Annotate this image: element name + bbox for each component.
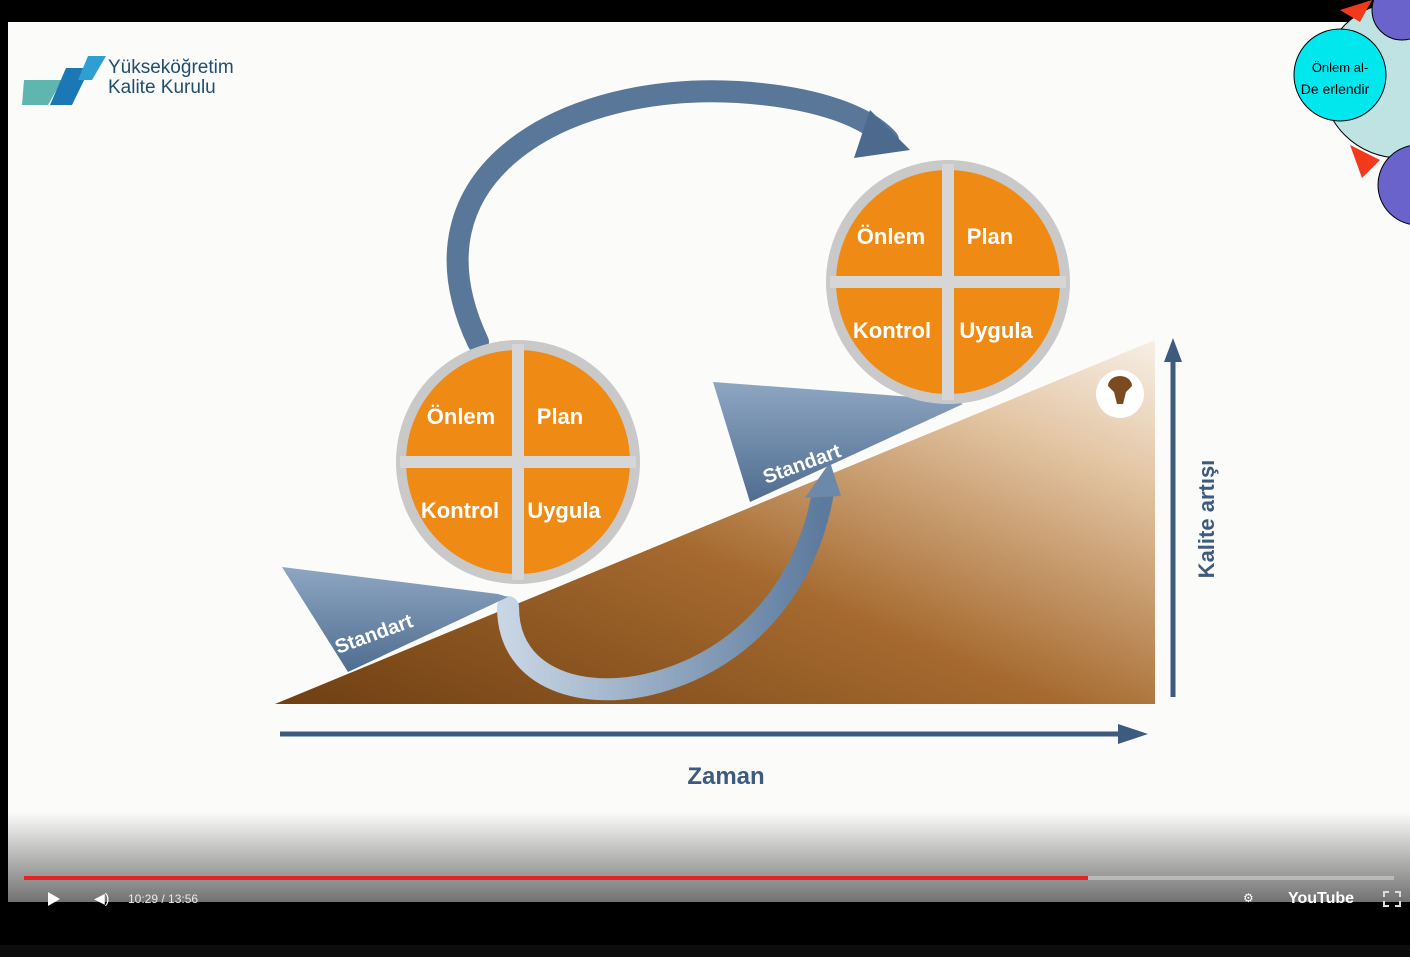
pdca-diagram: Standart Standart Önlem Plan Kontrol Uyg… [275,80,1219,790]
bottom-bar [0,945,1410,957]
cycle1-kontrol: Kontrol [421,498,499,523]
controls-gradient [8,812,1410,902]
cycle1-uygula: Uygula [527,498,601,523]
pdca-cycle-2: Önlem Plan Kontrol Uygula [826,160,1070,404]
quality-ramp [275,340,1155,704]
logo-line1: Yükseköğretim [108,57,234,78]
quality-badge-icon [1096,370,1144,418]
yok-logo: Yükseköğretim Kalite Kurulu [22,50,262,120]
fullscreen-icon[interactable] [1383,891,1401,907]
video-content[interactable]: Yükseköğretim Kalite Kurulu [8,22,1410,902]
cycle2-kontrol: Kontrol [853,318,931,343]
overlay-arrow-top-icon [1340,0,1372,22]
x-axis-label: Zaman [687,763,764,790]
arc-arrow-bottom [497,481,834,701]
arc-arrow-top-head [854,110,910,158]
standard-wedge-2 [713,382,963,502]
x-axis-head [1118,724,1148,744]
time-display: 10:29 / 13:56 [128,892,199,906]
arc-arrow-bottom-head [805,462,841,498]
logo-line2: Kalite Kurulu [108,77,216,98]
volume-icon[interactable]: ◀) [94,890,110,906]
cycle2-plan: Plan [967,224,1013,249]
settings-hd-icon[interactable]: ⚙ [1243,891,1254,905]
pdca-cycle-1: Önlem Plan Kontrol Uygula [396,340,640,584]
overlay-text-2: De erlendir [1301,81,1370,97]
cycle1-plan: Plan [537,404,583,429]
progress-played [24,876,1089,880]
cycle2-uygula: Uygula [959,318,1033,343]
progress-bar[interactable] [24,876,1394,880]
overlay-text-1: Önlem al- [1312,60,1368,75]
logo-mark-icon [22,56,106,105]
cycle1-onlem: Önlem [427,404,495,429]
pdca-overlay: Önlem al- De erlendir [1293,0,1410,225]
arc-arrow-top [446,80,899,353]
play-icon[interactable] [48,892,60,906]
cycle2-onlem: Önlem [857,224,925,249]
youtube-logo[interactable]: YouTube [1288,890,1355,907]
player-controls: ◀) 10:29 / 13:56 ⚙ YouTube [8,870,1410,910]
standard-wedge-1 [282,567,508,672]
logo-text: Yükseköğretim Kalite Kurulu [108,58,234,98]
y-axis-head [1164,338,1182,362]
overlay-arrow-bottom-icon [1350,145,1380,178]
y-axis-label: Kalite artışı [1194,460,1219,579]
